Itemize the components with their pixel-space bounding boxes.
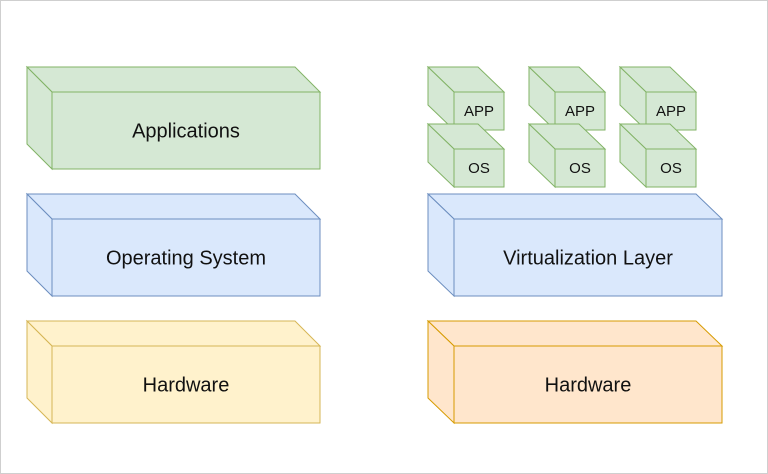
left-hardware-block-top-face [25, 320, 322, 347]
left-hardware-block-label: Hardware [143, 375, 230, 397]
left-hardware-block-front-face [51, 345, 321, 424]
vm-1-app-block-front-face [453, 91, 505, 131]
vm-2-os-block-front-face [554, 148, 606, 188]
right-virtualization-layer-block: Virtualization Layer [426, 192, 724, 298]
vm-2-os-block-label: OS [569, 160, 591, 177]
right-hardware-block: Hardware [426, 319, 724, 425]
vm-3-os-block: OS [618, 122, 698, 189]
right-virtualization-layer-block-top-face [426, 193, 724, 220]
left-applications-block-label: Applications [132, 121, 240, 143]
vm-1-os-block-label: OS [468, 160, 490, 177]
right-hardware-block-label: Hardware [545, 375, 632, 397]
vm-1-app-block-label: APP [464, 103, 494, 120]
left-operating-system-block: Operating System [25, 192, 322, 298]
vm-3-app-block: APP [618, 65, 698, 132]
left-operating-system-block-label: Operating System [106, 248, 266, 270]
left-applications-block: Applications [25, 65, 322, 171]
vm-1-os-block-front-face [453, 148, 505, 188]
left-operating-system-block-front-face [51, 218, 321, 297]
vm-1-app-block: APP [426, 65, 506, 132]
right-virtualization-layer-block-front-face [453, 218, 723, 297]
vm-3-os-block-front-face [645, 148, 697, 188]
left-applications-block-top-face [25, 66, 322, 93]
vm-2-os-block: OS [527, 122, 607, 189]
vm-2-app-block: APP [527, 65, 607, 132]
right-virtualization-layer-block-label: Virtualization Layer [503, 248, 673, 270]
right-hardware-block-top-face [426, 320, 724, 347]
vm-2-app-block-label: APP [565, 103, 595, 120]
vm-3-app-block-label: APP [656, 103, 686, 120]
vm-1-os-block: OS [426, 122, 506, 189]
vm-3-os-block-label: OS [660, 160, 682, 177]
left-hardware-block: Hardware [25, 319, 322, 425]
right-hardware-block-front-face [453, 345, 723, 424]
left-operating-system-block-top-face [25, 193, 322, 220]
left-applications-block-front-face [51, 91, 321, 170]
